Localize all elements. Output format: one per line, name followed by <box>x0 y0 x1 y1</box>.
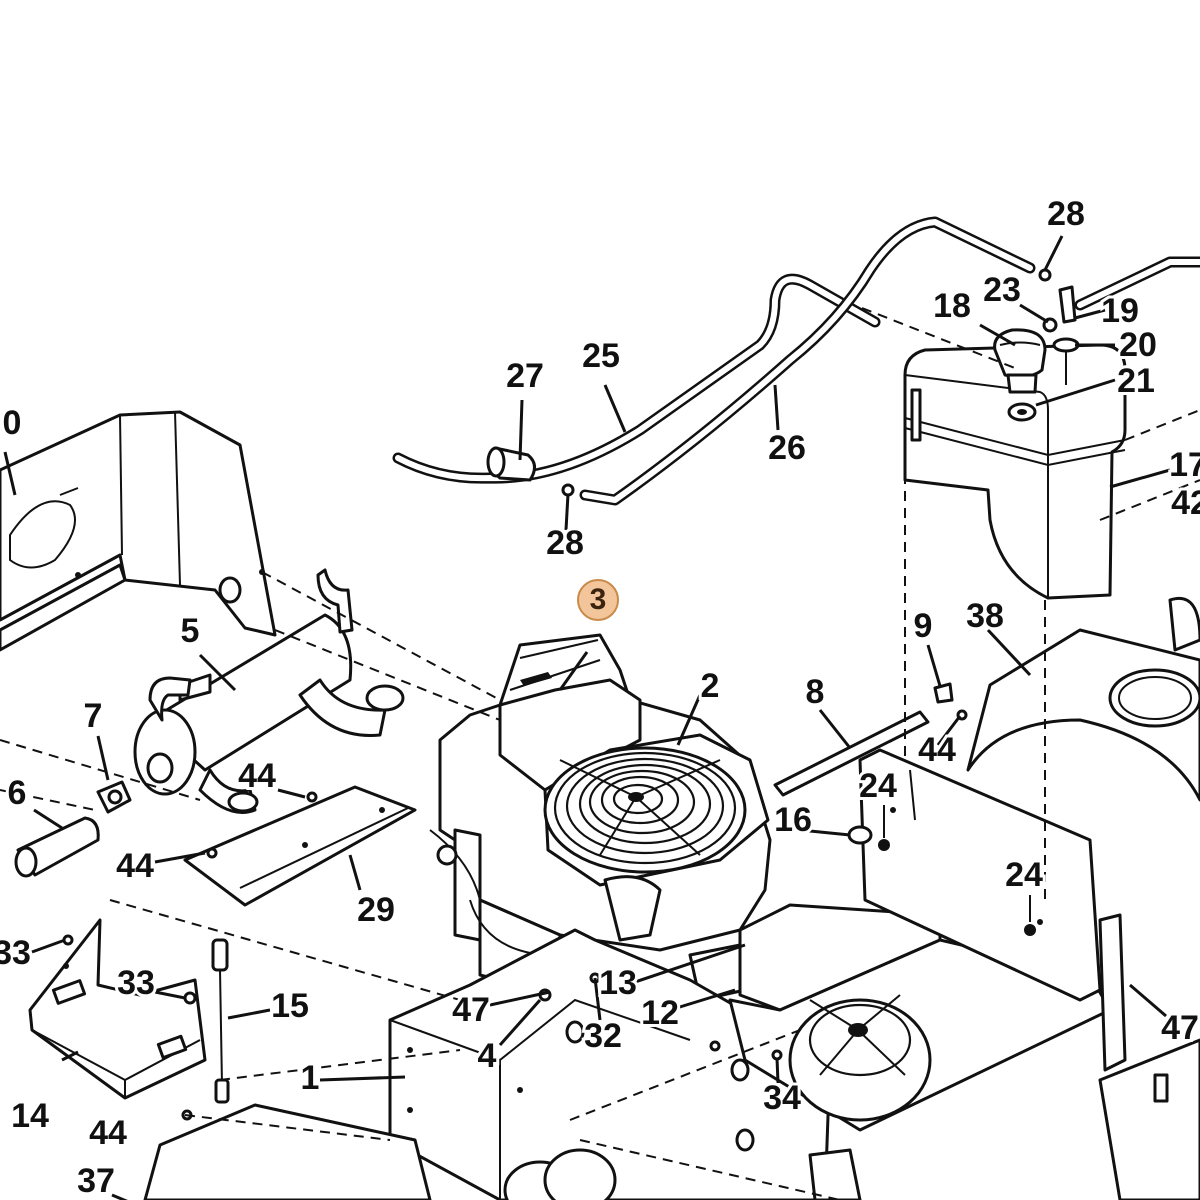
callout-6: 6 <box>8 774 27 812</box>
callout-44-a: 44 <box>238 757 276 795</box>
callout-5: 5 <box>181 612 200 650</box>
deck-guard-0 <box>0 410 277 652</box>
callout-1: 1 <box>301 1059 320 1097</box>
fuel-tank-17 <box>903 343 1127 600</box>
lower-housing-37 <box>143 1103 432 1200</box>
spark-arrestor-6 <box>14 816 100 878</box>
callout-42: 42 <box>1171 484 1200 522</box>
callout-32: 32 <box>584 1017 622 1055</box>
right-frame-section <box>1098 913 1200 1200</box>
fuel-line-tube-25 <box>392 273 881 484</box>
callout-13: 13 <box>599 964 637 1002</box>
hose-clamp-28-right <box>1038 268 1052 282</box>
callout-47-b: 47 <box>1161 1009 1199 1047</box>
fuel-pipe-8 <box>773 710 930 797</box>
callout-17: 17 <box>1169 446 1200 484</box>
callout-24-a: 24 <box>859 767 897 805</box>
callout-18: 18 <box>933 287 971 325</box>
blower-housing <box>543 733 770 887</box>
grommet-16 <box>847 825 873 845</box>
callout-highlight-circle <box>577 579 619 621</box>
callout-0: 0 <box>3 404 22 442</box>
fuel-filter-27 <box>486 446 536 482</box>
callout-16: 16 <box>774 801 812 839</box>
bolt-24-a <box>878 805 890 851</box>
callout-3: 3 <box>590 583 607 616</box>
callout-24-b: 24 <box>1005 856 1043 894</box>
callout-15: 15 <box>271 987 309 1025</box>
callout-8: 8 <box>806 673 825 711</box>
elbow-fitting-19 <box>1058 285 1077 324</box>
callout-7: 7 <box>84 697 103 735</box>
callout-14: 14 <box>11 1097 49 1135</box>
callout-29: 29 <box>357 891 395 929</box>
callout-2: 2 <box>701 667 720 705</box>
muffler-clamp-7 <box>96 780 132 814</box>
vent-line-tube <box>1074 256 1200 311</box>
callout-27: 27 <box>506 357 544 395</box>
callout-38: 38 <box>966 597 1004 635</box>
highlighted-callout-3[interactable]: 3 <box>577 579 619 621</box>
callout-23: 23 <box>983 271 1021 309</box>
callout-4: 4 <box>478 1037 497 1075</box>
callout-20: 20 <box>1119 326 1157 364</box>
wheel-motor <box>503 1148 862 1200</box>
fuel-line-tube-26 <box>579 216 1036 506</box>
mount-bracket-14 <box>28 918 207 1100</box>
strap-15 <box>211 938 230 1104</box>
callout-21: 21 <box>1117 362 1155 400</box>
callout-47-a: 47 <box>452 991 490 1029</box>
bolt-24-b <box>1024 895 1036 936</box>
callout-labels: 0 5 7 6 44 44 33 33 14 15 29 44 37 1 4 4… <box>0 192 1200 1200</box>
callout-44-d: 44 <box>918 731 956 769</box>
callout-28-a: 28 <box>546 524 584 562</box>
callout-19: 19 <box>1101 292 1139 330</box>
callout-44-c: 44 <box>89 1114 127 1152</box>
callout-33-a: 33 <box>0 934 31 972</box>
callout-44-b: 44 <box>116 847 154 885</box>
exhaust-pipe <box>198 568 405 814</box>
cooling-fan-lower <box>788 994 932 1122</box>
grommet-21 <box>1007 402 1037 422</box>
main-frame-1 <box>388 928 832 1200</box>
hose-clamp-28-left <box>561 483 575 497</box>
callout-9: 9 <box>914 607 933 645</box>
callout-34: 34 <box>763 1079 801 1117</box>
callout-33-b: 33 <box>117 964 155 1002</box>
fitting-9 <box>933 682 954 704</box>
assembly-lines <box>0 307 1200 1200</box>
heat-shield-29 <box>183 785 417 907</box>
muffler-5 <box>133 613 353 796</box>
callout-26: 26 <box>768 429 806 467</box>
callout-25: 25 <box>582 337 620 375</box>
leader-lines <box>3 235 1171 1200</box>
callout-28-b: 28 <box>1047 195 1085 233</box>
callout-12: 12 <box>641 994 679 1032</box>
callout-37: 37 <box>77 1162 115 1200</box>
